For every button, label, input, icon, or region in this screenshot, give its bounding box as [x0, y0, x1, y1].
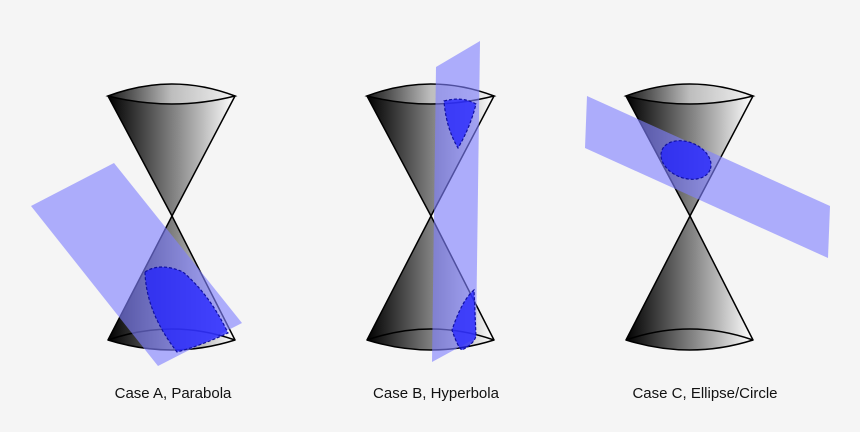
case-a-caption: Case A, Parabola — [114, 385, 232, 402]
case-c-ellipse — [585, 83, 830, 351]
case-c-cutting-plane — [585, 96, 830, 258]
case-b-upper-hyperbola-branch — [443, 98, 477, 150]
case-c-lower-rim-back — [625, 328, 754, 341]
case-c-caption: Case C, Ellipse/Circle — [632, 385, 778, 402]
case-a-parabola — [31, 83, 242, 366]
case-b-lower-rim-back — [366, 328, 495, 341]
case-c-lower-nappe — [625, 215, 754, 351]
case-a-upper-rim — [105, 83, 238, 105]
case-c-upper-rim — [623, 83, 756, 105]
case-c-ellipse-section — [660, 140, 712, 180]
case-a-parabola-section — [144, 266, 229, 353]
case-b-lower-hyperbola-branch — [451, 288, 477, 351]
case-b-caption: Case B, Hyperbola — [373, 385, 499, 402]
case-b-hyperbola — [364, 41, 497, 362]
